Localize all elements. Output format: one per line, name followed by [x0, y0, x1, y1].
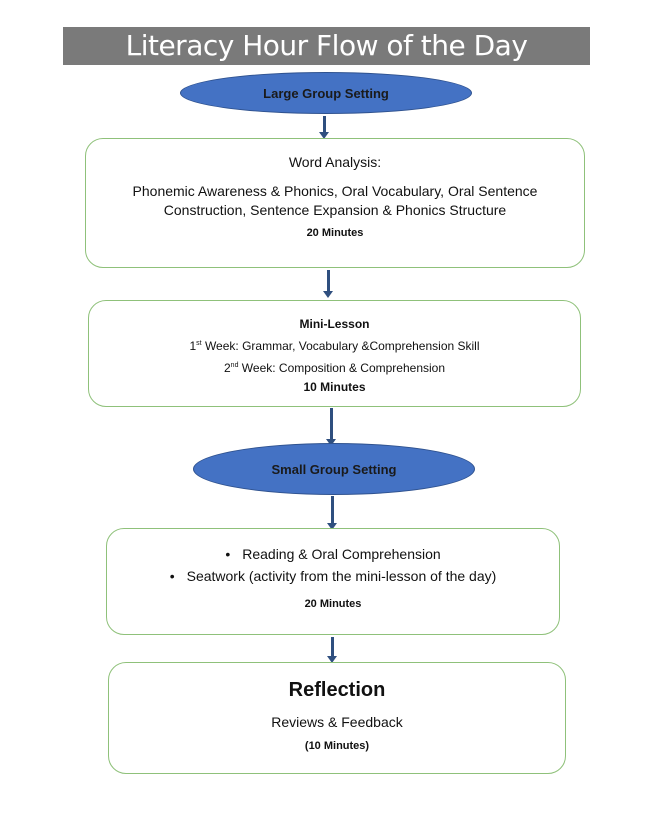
mini-lesson-heading: Mini-Lesson — [299, 317, 370, 331]
arrow-activities-to-reflection — [327, 637, 337, 663]
arrow-small-group-to-activities — [327, 496, 337, 530]
word-analysis-duration: 20 Minutes — [306, 227, 364, 239]
mini-lesson-week-1: 1st Week: Grammar, Vocabulary &Comprehen… — [189, 339, 480, 353]
mini-lesson-box: Mini-Lesson 1st Week: Grammar, Vocabular… — [88, 300, 581, 407]
large-group-setting-node: Large Group Setting — [180, 72, 472, 114]
arrow-word-analysis-to-mini-lesson — [323, 270, 333, 298]
small-group-activities-box: Reading & Oral Comprehension Seatwork (a… — [106, 528, 560, 635]
reflection-duration: (10 Minutes) — [304, 740, 370, 752]
mini-lesson-week-2: 2nd Week: Composition & Comprehension — [223, 361, 446, 375]
word-analysis-heading: Word Analysis: — [288, 154, 382, 170]
arrow-mini-lesson-to-small-group — [326, 408, 336, 446]
arrow-large-to-word-analysis — [319, 116, 329, 139]
word-analysis-box: Word Analysis: Phonemic Awareness & Phon… — [85, 138, 585, 268]
reflection-subtitle: Reviews & Feedback — [271, 714, 403, 730]
word-analysis-line-2: Construction, Sentence Expansion & Phoni… — [163, 202, 507, 218]
reflection-heading: Reflection — [288, 679, 386, 701]
small-group-setting-node: Small Group Setting — [193, 443, 475, 495]
mini-lesson-duration: 10 Minutes — [303, 380, 366, 394]
activity-item-seatwork: Seatwork (activity from the mini-lesson … — [107, 565, 559, 587]
reflection-box: Reflection Reviews & Feedback (10 Minute… — [108, 662, 566, 774]
small-group-setting-label: Small Group Setting — [271, 461, 397, 477]
diagram-title: Literacy Hour Flow of the Day — [63, 27, 590, 65]
large-group-setting-label: Large Group Setting — [263, 85, 389, 101]
activity-item-reading: Reading & Oral Comprehension — [107, 543, 559, 565]
word-analysis-line-1: Phonemic Awareness & Phonics, Oral Vocab… — [132, 183, 538, 199]
small-group-duration: 20 Minutes — [304, 598, 362, 610]
